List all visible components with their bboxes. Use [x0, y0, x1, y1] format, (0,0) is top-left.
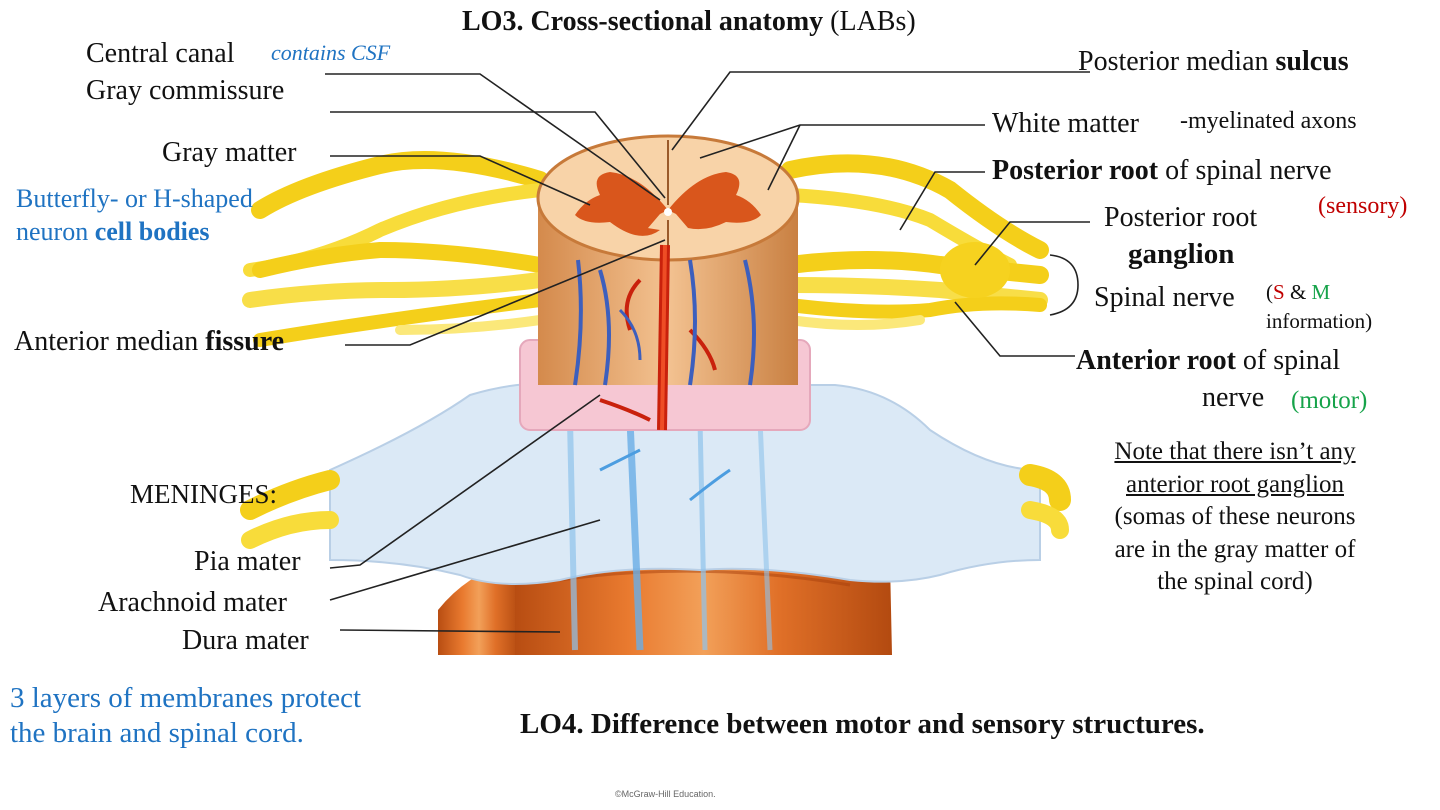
- left-leader-lines: [325, 73, 666, 633]
- posterior-sulcus-bold: sulcus: [1275, 46, 1349, 77]
- sm-amp: &: [1289, 280, 1307, 304]
- butterfly-line-1: Butterfly- or H-shaped: [16, 184, 253, 213]
- anterior-root-bold: Anterior root: [1076, 345, 1236, 376]
- posterior-sulcus-normal: Posterior median: [1078, 46, 1269, 77]
- copyright: ©McGraw-Hill Education.: [615, 789, 716, 799]
- central-canal-label: Central canal: [86, 38, 235, 69]
- meninges-label: MENINGES:: [130, 479, 277, 509]
- gray-matter-shape: [575, 172, 668, 230]
- layers-line-1: 3 layers of membranes protect: [10, 682, 362, 714]
- posterior-ganglion-line-2: ganglion: [1128, 238, 1235, 270]
- note-line-1: Note that there isn’t any: [1114, 438, 1356, 465]
- arachnoid-mater: [329, 382, 1041, 651]
- white-matter-label: White matter: [992, 108, 1139, 139]
- spinal-nerve-label: Spinal nerve: [1094, 282, 1235, 313]
- title-normal: (LABs): [830, 6, 916, 37]
- lo4-heading: LO4. Difference between motor and sensor…: [520, 708, 1205, 740]
- anterior-fissure-label: Anterior median fissure: [14, 328, 284, 356]
- butterfly-line-2-bold: cell bodies: [94, 217, 210, 246]
- anterior-root-normal: of spinal: [1242, 345, 1341, 376]
- posterior-sulcus-label: Posterior median sulcus: [1078, 48, 1349, 76]
- sm-m: M: [1311, 280, 1331, 304]
- note-line-2: anterior root ganglion: [1126, 470, 1344, 498]
- motor-label: (motor): [1291, 387, 1368, 414]
- sm-info-line: (S & M: [1266, 282, 1330, 303]
- pia-mater-label: Pia mater: [194, 546, 301, 577]
- anterior-fissure-normal: Anterior median: [14, 326, 199, 357]
- sm-s: S: [1273, 280, 1285, 304]
- gray-matter-label: Gray matter: [162, 137, 297, 168]
- spinal-cord: [536, 134, 800, 431]
- anterior-ganglion-note: Note that there isn’t any anterior root …: [1070, 436, 1400, 599]
- butterfly-line-2-normal: neuron: [16, 217, 89, 246]
- gray-commissure-label: Gray commissure: [86, 75, 285, 106]
- butterfly-line-2: neuron cell bodies: [16, 219, 210, 245]
- note-line-3: (somas of these neurons: [1114, 503, 1356, 530]
- posterior-root-label: Posterior root of spinal nerve: [992, 157, 1332, 185]
- left-spinal-nerves: [240, 151, 549, 549]
- right-leader-lines: [671, 71, 1090, 357]
- posterior-root-normal: of spinal nerve: [1165, 155, 1332, 186]
- note-line-4: are in the gray matter of: [1114, 535, 1356, 563]
- layers-line-2: the brain and spinal cord.: [10, 717, 304, 749]
- anterior-root-label: Anterior root of spinal: [1076, 347, 1340, 375]
- anterior-root-line-2: nerve: [1202, 382, 1265, 413]
- sensory-label: (sensory): [1318, 193, 1408, 219]
- page-title: LO3. Cross-sectional anatomy (LABs): [462, 8, 916, 36]
- sm-info-label: information): [1266, 309, 1373, 333]
- sm-open: (: [1266, 280, 1273, 304]
- anterior-fissure-bold: fissure: [205, 326, 285, 357]
- right-spinal-nerves: [781, 154, 1071, 539]
- dura-mater-label: Dura mater: [182, 625, 309, 656]
- posterior-root-bold: Posterior root: [992, 155, 1159, 186]
- arachnoid-mater-label: Arachnoid mater: [98, 587, 287, 618]
- central-canal-note: contains CSF: [271, 40, 391, 65]
- central-canal-dot: [664, 208, 672, 216]
- white-matter-note: -myelinated axons: [1180, 108, 1357, 134]
- posterior-ganglion-line-1: Posterior root: [1104, 202, 1258, 233]
- title-bold: LO3. Cross-sectional anatomy: [462, 6, 824, 37]
- note-line-5: the spinal cord): [1157, 568, 1313, 595]
